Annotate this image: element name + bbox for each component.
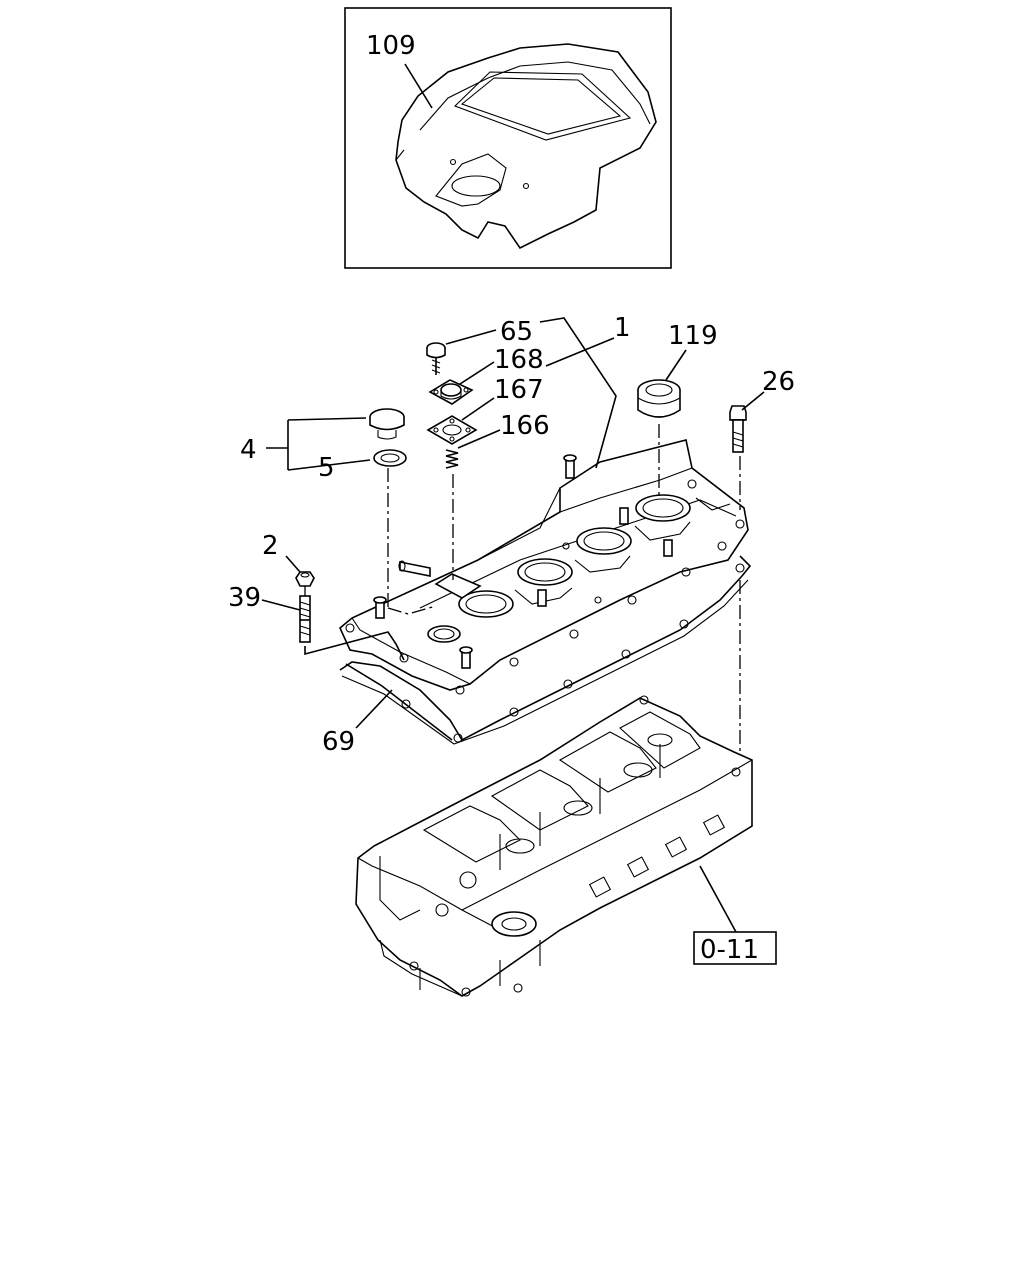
o-ring-5 (373, 449, 407, 467)
head-cover-gasket-69 (339, 555, 752, 745)
callout-2: 2 (262, 531, 279, 561)
callout-109: 109 (366, 31, 416, 61)
cover-window (453, 71, 632, 141)
callout-39: 39 (228, 583, 261, 613)
spring-166 (445, 449, 459, 469)
callout-5: 5 (318, 453, 335, 483)
callout-4: 4 (240, 435, 257, 465)
cover-filler-opening (435, 153, 507, 207)
screw-65 (426, 342, 446, 375)
callout-69: 69 (322, 727, 355, 757)
callout-168: 168 (494, 345, 544, 375)
stud-39 (299, 595, 311, 643)
callout-119: 119 (668, 321, 718, 351)
engine-top-cover (395, 43, 657, 250)
cylinder-head-reference (355, 695, 753, 997)
leader-109 (404, 63, 433, 109)
callout-26: 26 (762, 367, 795, 397)
seal-ring-119 (637, 379, 681, 418)
reference-label[interactable]: 0-11 (700, 935, 759, 965)
callout-166: 166 (500, 411, 550, 441)
seal-plate-168 (428, 379, 474, 405)
engine-top-cover-inset: 109 (344, 7, 672, 269)
gasket-167 (426, 415, 478, 445)
callout-labels: 65 1 168 167 166 119 26 4 5 2 39 69 (228, 313, 795, 757)
callout-1: 1 (614, 313, 631, 343)
oil-filler-cap-4 (369, 408, 405, 440)
nut-2 (295, 571, 315, 587)
cylinder-head-cover-1 (339, 439, 749, 695)
callout-65: 65 (500, 317, 533, 347)
leader-lines (261, 317, 765, 933)
callout-167: 167 (494, 375, 544, 405)
inset-frame (344, 7, 672, 269)
bolt-26 (729, 405, 747, 453)
reference-box[interactable]: 0-11 (693, 931, 777, 965)
